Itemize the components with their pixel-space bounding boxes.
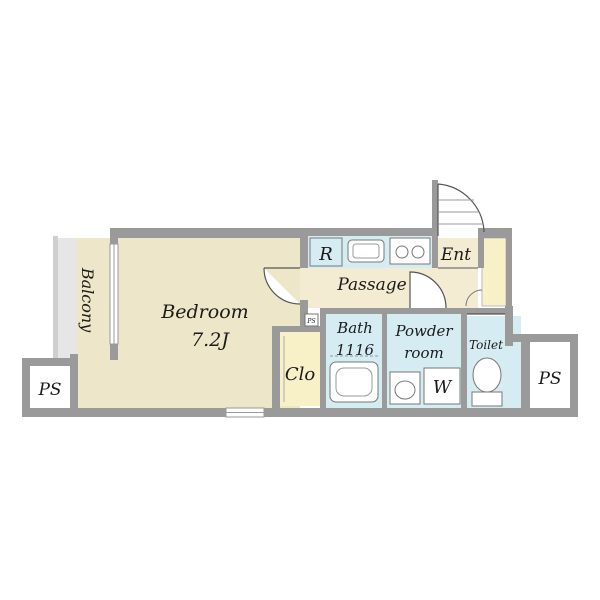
balcony-label: Balcony <box>78 267 97 333</box>
ps-left-label: PS <box>37 380 61 400</box>
shoe-cabinet <box>481 237 507 307</box>
powder-room-label-line2: room <box>404 344 443 362</box>
wall <box>461 314 467 408</box>
wall <box>432 180 438 268</box>
entrance-floor <box>436 238 480 268</box>
washer-label: W <box>433 377 453 398</box>
toilet-tank <box>471 391 503 407</box>
stove <box>389 237 431 265</box>
ps-small-box <box>304 313 319 327</box>
bedroom-door <box>263 267 301 305</box>
entrance-door <box>437 183 485 236</box>
wall <box>300 228 436 236</box>
bath-label: Bath <box>336 319 373 337</box>
wall <box>382 314 387 408</box>
cabinet-door <box>465 289 483 307</box>
powder-room-door <box>409 271 447 309</box>
wall <box>478 228 484 268</box>
wall <box>300 228 308 268</box>
bedroom-size: 7.2J <box>191 329 230 351</box>
wall <box>320 308 326 408</box>
ps-right-floor <box>530 342 570 408</box>
ps-right-label: PS <box>537 369 561 389</box>
passage-label: Passage <box>336 275 406 295</box>
wall <box>272 326 280 408</box>
wall <box>505 334 578 342</box>
wall <box>506 228 512 314</box>
kitchen-sink <box>347 239 385 263</box>
wall <box>70 354 78 416</box>
passage-floor <box>300 268 478 308</box>
bath-size: 1116 <box>336 341 375 359</box>
ps-small-label: PS <box>306 318 315 325</box>
refrigerator-label: R <box>318 244 333 265</box>
closet-label: Clo <box>285 364 316 385</box>
washer-space <box>423 367 461 405</box>
bathtub <box>329 361 379 403</box>
ps-left-floor <box>30 366 70 408</box>
wall <box>570 334 578 416</box>
entrance-label: Ent <box>440 245 471 265</box>
powder-room-label-line1: Powder <box>394 322 453 340</box>
wall <box>478 228 508 238</box>
wall <box>272 326 326 332</box>
wall <box>521 334 530 416</box>
wall <box>505 306 513 346</box>
toilet-label: Toilet <box>469 338 503 352</box>
wall <box>300 300 308 330</box>
wall <box>22 358 78 366</box>
closet-floor <box>280 330 320 406</box>
wall <box>22 358 30 416</box>
wall <box>110 228 308 238</box>
toilet-bowl <box>472 357 502 393</box>
balcony-rail <box>53 236 58 360</box>
bedroom-label: Bedroom <box>160 301 248 323</box>
wall <box>320 308 510 314</box>
refrigerator <box>309 237 343 267</box>
wall <box>22 408 578 417</box>
